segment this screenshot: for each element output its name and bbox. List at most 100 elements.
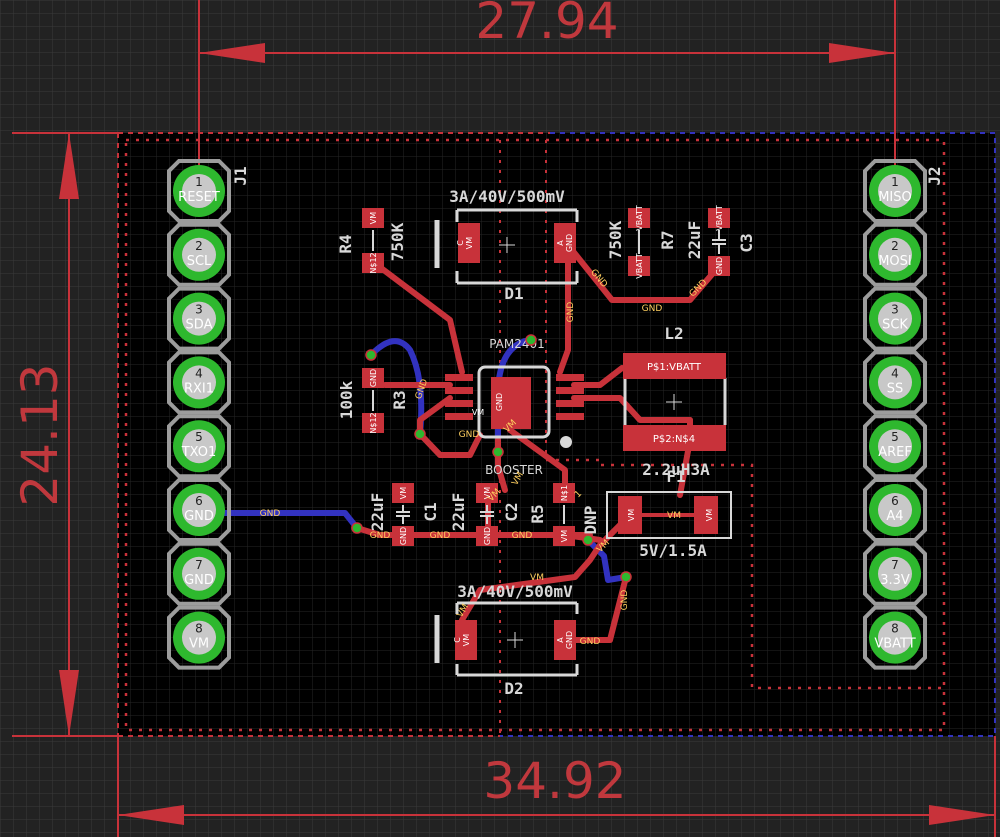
- svg-text:VM: VM: [483, 487, 492, 499]
- j1-pin-number: 5: [195, 430, 203, 444]
- svg-text:VM: VM: [627, 509, 636, 521]
- j1-pin-name: GND: [184, 509, 214, 524]
- j1-pin-number: 8: [195, 622, 203, 636]
- diode-d1[interactable]: 3A/40V/500mV VM GND C A D1: [434, 187, 579, 303]
- j1-pin-number: 7: [195, 558, 203, 572]
- j2-pin-name: MOSI: [878, 254, 912, 269]
- resistor-r5[interactable]: N$1 VM R5 DNP: [528, 483, 600, 546]
- svg-text:VM: VM: [472, 408, 484, 417]
- ic-booster[interactable]: PAM2401 BOOSTER GND VM: [445, 337, 584, 477]
- svg-text:GND: GND: [399, 527, 408, 545]
- j1-pin-number: 6: [195, 494, 203, 508]
- svg-text:GND: GND: [566, 302, 576, 323]
- board-outline-bottom: [500, 132, 996, 737]
- j1-pin-name: VM: [189, 637, 209, 652]
- j2-pin-6[interactable]: 6A4: [863, 478, 927, 542]
- svg-text:P$1:VBATT: P$1:VBATT: [647, 362, 702, 373]
- svg-text:VM: VM: [560, 530, 569, 542]
- d2-ref: D2: [504, 679, 523, 698]
- svg-text:N$1: N$1: [560, 485, 569, 501]
- j2-pin-name: AREF: [878, 445, 912, 460]
- svg-text:GND: GND: [369, 369, 378, 387]
- svg-text:N$12: N$12: [369, 412, 378, 433]
- svg-text:1: 1: [573, 489, 584, 500]
- d1-ref: D1: [504, 284, 523, 303]
- svg-text:C: C: [456, 240, 465, 246]
- svg-text:VM: VM: [462, 634, 471, 646]
- d2-value: 3A/40V/500mV: [457, 582, 573, 601]
- svg-text:VBATT: VBATT: [715, 205, 724, 231]
- svg-text:GND: GND: [459, 430, 480, 440]
- j1-pin-name: RESET: [178, 190, 220, 205]
- board-outline-top: [117, 132, 550, 737]
- c2-ref: C2: [502, 502, 521, 521]
- capacitor-c3[interactable]: VBATT GND 22uF C3: [685, 205, 756, 276]
- svg-text:A: A: [556, 240, 565, 246]
- inductor-l2[interactable]: L2 P$1:VBATT P$2:N$4 2.2uH3A: [623, 324, 727, 479]
- svg-text:GND: GND: [565, 234, 574, 252]
- diode-d2[interactable]: 3A/40V/500mV VM GND C A D2: [434, 582, 579, 698]
- j2-pin-name: SCK: [882, 318, 908, 333]
- j2-pin-name: VBATT: [874, 637, 915, 652]
- r5-ref: R5: [528, 504, 547, 523]
- j1-pin-number: 4: [195, 366, 203, 380]
- l2-value: 2.2uH3A: [642, 460, 710, 479]
- d1-pad-cathode: [458, 223, 480, 263]
- resistor-r3[interactable]: GND N$12 100k R3: [337, 368, 409, 434]
- j2-pin-name: 3.3V: [880, 573, 910, 588]
- svg-text:GND: GND: [430, 531, 451, 541]
- c3-ref: C3: [737, 233, 756, 252]
- svg-text:VM: VM: [369, 212, 378, 224]
- j2-pin-7[interactable]: 73.3V: [863, 541, 927, 606]
- c1-ref: C1: [421, 502, 440, 521]
- d2-pad-anode: [554, 620, 576, 660]
- c1-value: 22uF: [368, 493, 387, 532]
- dimension-top-label: 27.94: [475, 0, 618, 50]
- j2-pin-number: 2: [891, 239, 899, 253]
- j2-pin-name: MISO: [878, 190, 912, 205]
- capacitor-c1[interactable]: VM GND 22uF C1: [368, 483, 440, 546]
- j1-pin-number: 3: [195, 303, 203, 317]
- j2-pin-number: 4: [891, 366, 899, 380]
- svg-text:GND: GND: [642, 304, 663, 314]
- capacitor-c2[interactable]: VM GND 22uF C2: [449, 483, 521, 546]
- l2-ref: L2: [664, 324, 683, 343]
- d1-pad-anode: [554, 223, 576, 263]
- dimension-bottom: 34.92: [117, 736, 996, 837]
- fuse-f1[interactable]: F1 VM VM VM 5V/1.5A: [606, 467, 732, 560]
- j1-pin-8[interactable]: 8VM: [167, 605, 231, 670]
- svg-text:VM: VM: [465, 237, 474, 249]
- r4-value: 750K: [388, 222, 407, 261]
- svg-text:VM: VM: [530, 573, 544, 583]
- svg-text:VM: VM: [705, 509, 714, 521]
- j1-pin-name: SCL: [187, 254, 212, 269]
- j2-pin-4[interactable]: 4SS: [863, 350, 927, 415]
- svg-text:GND: GND: [483, 527, 492, 545]
- j1-pin-name: RXI1: [184, 381, 214, 396]
- ic-value: BOOSTER: [485, 463, 543, 477]
- j2-pin-number: 6: [891, 494, 899, 508]
- dimension-top: 27.94: [198, 0, 896, 182]
- resistor-r7[interactable]: VBATT VBATT 750K R7: [606, 205, 677, 279]
- c3-value: 22uF: [685, 221, 704, 260]
- l2-pad1: [623, 353, 726, 379]
- svg-text:VM: VM: [399, 487, 408, 499]
- dimension-bottom-label: 34.92: [483, 752, 626, 810]
- dimension-left-label: 24.13: [11, 363, 69, 506]
- resistor-r4[interactable]: VM N$12 R4 750K: [336, 208, 407, 274]
- r3-ref: R3: [390, 390, 409, 409]
- j1-pin-name: GND: [184, 573, 214, 588]
